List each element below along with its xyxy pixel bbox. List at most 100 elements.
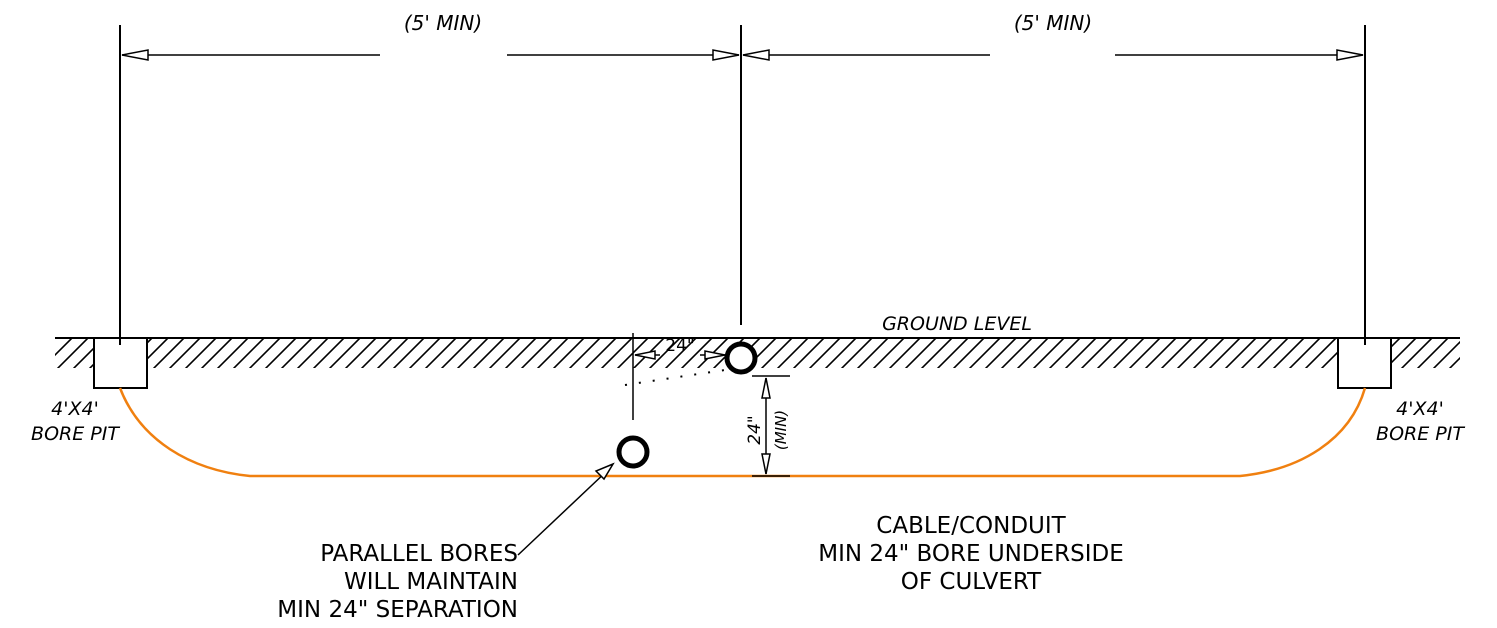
hatch-stroke: [280, 338, 313, 368]
right-pit-name-label: BORE PIT: [1376, 423, 1465, 445]
hatch-stroke: [680, 338, 713, 368]
hatch-stroke: [424, 338, 457, 368]
left-span-label: (5' MIN): [404, 11, 482, 35]
hatch-stroke: [1288, 338, 1321, 368]
left-dim-arrow-start: [121, 49, 149, 61]
hatch-stroke: [56, 338, 89, 368]
horizontal-offset-arrow-right: [704, 350, 726, 360]
hatch-stroke: [248, 338, 281, 368]
hatch-stroke: [936, 338, 969, 368]
cable-note-line-1: CABLE/CONDUIT: [876, 513, 1066, 539]
hatch-stroke: [616, 338, 649, 368]
hatch-stroke: [1000, 338, 1033, 368]
hatch-stroke: [1112, 338, 1145, 368]
hatch-stroke: [296, 338, 329, 368]
hatch-stroke: [168, 338, 201, 368]
hatch-stroke: [1208, 338, 1241, 368]
hatch-stroke: [328, 338, 361, 368]
hatch-stroke: [184, 338, 217, 368]
depth-min-label: (MIN): [772, 410, 790, 450]
hatch-stroke: [600, 338, 633, 368]
hatch-stroke: [648, 338, 681, 368]
hatch-stroke: [456, 338, 489, 368]
hatch-stroke: [952, 338, 985, 368]
hatch-stroke: [1432, 340, 1460, 368]
hatch-stroke: [1400, 338, 1433, 368]
hatch-stroke: [984, 338, 1017, 368]
right-bore-pit: [1337, 337, 1392, 389]
hatch-stroke: [200, 338, 233, 368]
hatch-stroke: [504, 338, 537, 368]
horizontal-offset-label: 24": [665, 336, 694, 356]
hatch-stroke: [1016, 338, 1049, 368]
hatch-stroke: [1096, 338, 1129, 368]
hatch-stroke: [344, 338, 377, 368]
hatch-stroke: [264, 338, 297, 368]
depth-label: 24": [745, 415, 765, 444]
hatch-stroke: [792, 338, 825, 368]
left-bore-pit: [93, 337, 148, 389]
hatch-stroke: [376, 338, 409, 368]
hatch-stroke: [1048, 338, 1081, 368]
hatch-stroke: [152, 338, 185, 368]
hatch-stroke: [55, 338, 73, 357]
depth-arrow-top: [761, 377, 771, 399]
hatch-stroke: [1080, 338, 1113, 368]
hatch-stroke: [1160, 338, 1193, 368]
hatch-stroke: [1272, 338, 1305, 368]
hatch-stroke: [440, 338, 473, 368]
hatch-stroke: [840, 338, 873, 368]
parallel-note-line-2: WILL MAINTAIN: [344, 569, 518, 595]
right-dim-arrow-end: [1336, 49, 1364, 61]
parallel-note-line-3: MIN 24" SEPARATION: [277, 597, 518, 623]
hatch-stroke: [1416, 338, 1449, 368]
hatch-stroke: [312, 338, 345, 368]
hatch-stroke: [472, 338, 505, 368]
hatch-stroke: [1480, 338, 1497, 370]
left-pit-name-label: BORE PIT: [31, 423, 120, 445]
parallel-note-leader: [517, 469, 609, 556]
hatch-stroke: [824, 338, 857, 368]
ground-level-label: GROUND LEVEL: [882, 313, 1032, 335]
hatch-stroke: [568, 338, 601, 368]
hatch-stroke: [776, 338, 809, 368]
separation-dashed-guide: [624, 369, 726, 386]
cable-note-line-2: MIN 24" BORE UNDERSIDE: [818, 541, 1124, 567]
right-pit-size-label: 4'X4': [1396, 398, 1444, 420]
hatch-stroke: [1032, 338, 1065, 368]
cable-note-line-3: OF CULVERT: [901, 569, 1042, 595]
soil-hatching: [55, 338, 1497, 370]
hatch-stroke: [760, 338, 793, 368]
hatch-stroke: [1256, 338, 1289, 368]
hatch-stroke: [584, 338, 617, 368]
hatch-stroke: [1464, 338, 1496, 370]
hatch-stroke: [232, 338, 265, 368]
hatch-stroke: [904, 338, 937, 368]
hatch-stroke: [536, 338, 569, 368]
left-dim-arrow-end: [712, 49, 740, 61]
hatch-stroke: [1304, 338, 1337, 368]
hatch-stroke: [1240, 338, 1273, 368]
upper-conduit: [724, 341, 758, 375]
hatch-stroke: [1192, 338, 1225, 368]
hatch-stroke: [552, 338, 585, 368]
right-span-label: (5' MIN): [1014, 11, 1092, 35]
hatch-stroke: [1224, 338, 1257, 368]
hatch-stroke: [968, 338, 1001, 368]
hatch-stroke: [664, 338, 697, 368]
hatch-stroke: [1144, 338, 1177, 368]
horizontal-offset-arrow-left: [634, 350, 656, 360]
bore-path: [118, 387, 1367, 478]
depth-arrow-bottom: [761, 453, 771, 475]
hatch-stroke: [920, 338, 953, 368]
parallel-note-leader-arrow: [594, 462, 615, 481]
hatch-stroke: [872, 338, 905, 368]
hatch-stroke: [1176, 338, 1209, 368]
parallel-note-line-1: PARALLEL BORES: [320, 541, 518, 567]
hatch-stroke: [360, 338, 393, 368]
hatch-stroke: [1064, 338, 1097, 368]
hatch-stroke: [1448, 356, 1460, 368]
hatch-stroke: [808, 338, 841, 368]
